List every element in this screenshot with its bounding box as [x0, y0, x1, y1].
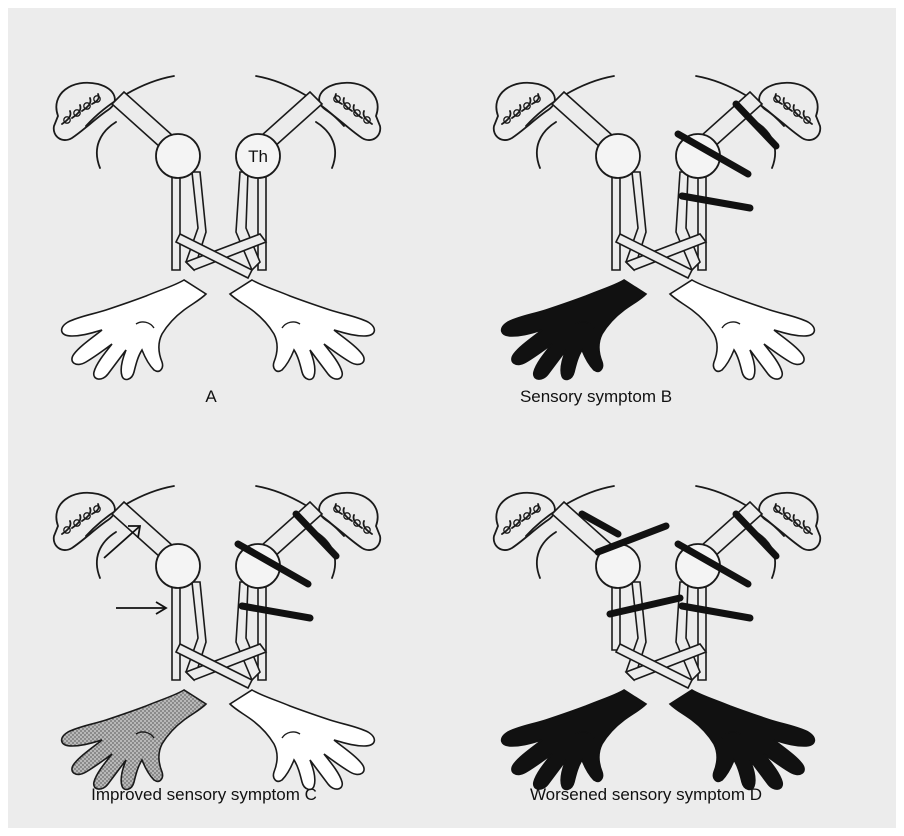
panel-caption: Sensory symptom B: [520, 387, 672, 406]
right-hand-icon: [62, 280, 206, 379]
arrow-icon: [104, 526, 140, 558]
thalamus-node: [156, 134, 200, 178]
panel-caption: Improved sensory symptom C: [91, 785, 317, 804]
panel-caption: A: [205, 387, 217, 406]
thalamus-label: Th: [248, 147, 268, 166]
thalamic-sensory-diagram: Th A Sensory symptom B: [8, 8, 896, 828]
left-hand-icon: [670, 280, 814, 379]
right-hand-icon: [502, 280, 646, 379]
lesion-bar: [682, 196, 750, 208]
panel-a: Th A: [54, 76, 381, 406]
right-hand-icon: [62, 690, 206, 789]
panel-b: Sensory symptom B: [494, 76, 821, 406]
panel-d: Worsened sensory symptom D: [494, 486, 821, 804]
left-hand-icon: [670, 690, 814, 789]
panel-c: Improved sensory symptom C: [54, 486, 381, 804]
left-hand-icon: [230, 280, 374, 379]
right-hand-icon: [502, 690, 646, 789]
panel-caption: Worsened sensory symptom D: [530, 785, 762, 804]
arrow-icon: [116, 602, 166, 614]
left-hand-icon: [230, 690, 374, 789]
